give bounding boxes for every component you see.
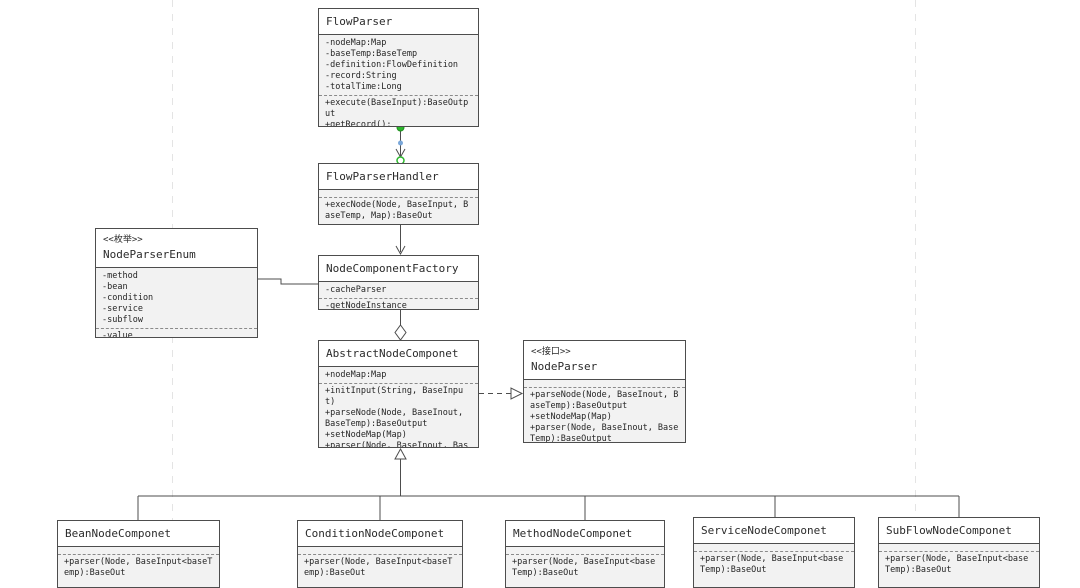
connector-factory-to-abstract[interactable] bbox=[394, 310, 407, 341]
fields-compartment bbox=[58, 547, 219, 554]
class-name: NodeComponentFactory bbox=[326, 262, 459, 275]
member-line: +parser(Node, BaseInout, BaseTemp):BaseO… bbox=[530, 423, 679, 443]
realization-triangle bbox=[510, 387, 524, 400]
member-line: -subflow bbox=[102, 315, 143, 325]
class-name: BeanNodeComponet bbox=[65, 527, 171, 540]
connector-abstract-to-nodeparser[interactable] bbox=[479, 387, 524, 400]
member-line: +parseNode(Node, BaseInout, BaseTemp):Ba… bbox=[325, 408, 469, 429]
class-name: MethodNodeComponet bbox=[513, 527, 633, 540]
fields-compartment bbox=[298, 547, 462, 554]
member-line: -baseTemp:BaseTemp bbox=[325, 49, 418, 59]
fields-compartment bbox=[319, 190, 478, 197]
fields-compartment bbox=[506, 547, 664, 554]
class-name: NodeParserEnum bbox=[103, 248, 196, 261]
member-line: +execNode(Node, BaseInput, BaseTemp, Map… bbox=[325, 200, 469, 221]
member-line: +parser(Node, BaseInput<baseTemp):BaseOu… bbox=[64, 557, 213, 578]
aggregation-diamond bbox=[394, 324, 407, 341]
methods-compartment: +parseNode(Node, BaseInout, BaseTemp):Ba… bbox=[524, 387, 685, 443]
fields-compartment: -cacheParser bbox=[319, 282, 478, 298]
stereotype-label: <<接口>> bbox=[531, 347, 571, 357]
member-line: +parseNode(Node, BaseInout, BaseTemp):Ba… bbox=[530, 390, 679, 411]
fields-compartment bbox=[524, 380, 685, 387]
title-compartment: <<接口>> NodeParser bbox=[524, 341, 685, 380]
title-compartment: FlowParserHandler bbox=[319, 164, 478, 190]
methods-compartment: +execute(BaseInput):BaseOutput+getRecord… bbox=[319, 95, 478, 127]
member-line: -condition bbox=[102, 293, 154, 303]
class-name: AbstractNodeComponet bbox=[326, 347, 459, 360]
member-line: +nodeMap:Map bbox=[325, 370, 387, 380]
methods-compartment: +parser(Node, BaseInput<baseTemp):BaseOu… bbox=[879, 551, 1039, 578]
member-line: -totalTime:Long bbox=[325, 82, 402, 92]
class-name: ServiceNodeComponet bbox=[701, 524, 827, 537]
methods-compartment: +parser(Node, BaseInput<baseTemp):BaseOu… bbox=[298, 554, 462, 581]
title-compartment: <<枚举>> NodeParserEnum bbox=[96, 229, 257, 268]
member-line: +execute(BaseInput):BaseOutput bbox=[325, 98, 469, 119]
methods-compartment: +execNode(Node, BaseInput, BaseTemp, Map… bbox=[319, 197, 478, 224]
edge-midpoint-handle bbox=[398, 140, 403, 146]
connector-handler-to-factory[interactable] bbox=[395, 225, 406, 256]
connector-flowparser-to-handler[interactable] bbox=[395, 123, 406, 165]
methods-compartment: +parser(Node, BaseInput<baseTemp):BaseOu… bbox=[694, 551, 854, 578]
member-line: +parser(Node, BaseInput<baseTemp):BaseOu… bbox=[700, 554, 844, 575]
class-box-subflownodecomponet[interactable]: SubFlowNodeComponet +parser(Node, BaseIn… bbox=[878, 517, 1040, 588]
member-line: -method bbox=[102, 271, 138, 281]
class-box-nodeparserenum[interactable]: <<枚举>> NodeParserEnum -method-bean-condi… bbox=[95, 228, 258, 338]
member-line: -value bbox=[102, 331, 133, 338]
member-line: +setNodeMap(Map) bbox=[530, 412, 612, 422]
methods-compartment: +initInput(String, BaseInput)+parseNode(… bbox=[319, 383, 478, 448]
class-box-conditionnodecomponet[interactable]: ConditionNodeComponet +parser(Node, Base… bbox=[297, 520, 463, 588]
member-line: +getRecord(): bbox=[325, 120, 392, 127]
class-name: FlowParser bbox=[326, 15, 393, 28]
generalization-triangle bbox=[394, 447, 407, 460]
class-name: ConditionNodeComponet bbox=[305, 527, 445, 540]
member-line: +parser(Node, BaseInput<baseTemp):BaseOu… bbox=[885, 554, 1029, 575]
member-line: +setNodeMap(Map) bbox=[325, 430, 407, 440]
class-box-abstractnodecomponet[interactable]: AbstractNodeComponet +nodeMap:Map +initI… bbox=[318, 340, 479, 448]
class-box-nodecomponentfactory[interactable]: NodeComponentFactory -cacheParser -getNo… bbox=[318, 255, 479, 310]
class-box-beannodecomponet[interactable]: BeanNodeComponet +parser(Node, BaseInput… bbox=[57, 520, 220, 588]
class-box-flowparser[interactable]: FlowParser -nodeMap:Map-baseTemp:BaseTem… bbox=[318, 8, 479, 127]
member-line: -bean bbox=[102, 282, 128, 292]
stereotype-label: <<枚举>> bbox=[103, 235, 143, 245]
title-compartment: FlowParser bbox=[319, 9, 478, 35]
title-compartment: BeanNodeComponet bbox=[58, 521, 219, 547]
methods-compartment: -value bbox=[96, 328, 257, 338]
class-box-flowparserhandler[interactable]: FlowParserHandler +execNode(Node, BaseIn… bbox=[318, 163, 479, 225]
member-line: -cacheParser bbox=[325, 285, 387, 295]
page-guide-lines bbox=[172, 0, 916, 588]
class-name: NodeParser bbox=[531, 360, 598, 373]
class-box-servicenodecomponet[interactable]: ServiceNodeComponet +parser(Node, BaseIn… bbox=[693, 517, 855, 588]
class-box-nodeparser[interactable]: <<接口>> NodeParser +parseNode(Node, BaseI… bbox=[523, 340, 686, 443]
connector-enum-to-factory[interactable] bbox=[258, 278, 318, 285]
member-line: -definition:FlowDefinition bbox=[325, 60, 459, 70]
member-line: -nodeMap:Map bbox=[325, 38, 387, 48]
title-compartment: AbstractNodeComponet bbox=[319, 341, 478, 367]
title-compartment: ServiceNodeComponet bbox=[694, 518, 854, 544]
class-name: FlowParserHandler bbox=[326, 170, 439, 183]
fields-compartment: -method-bean-condition-service-subflow bbox=[96, 268, 257, 328]
member-line: +parser(Node, BaseInput<baseTemp):BaseOu… bbox=[304, 557, 453, 578]
title-compartment: MethodNodeComponet bbox=[506, 521, 664, 547]
fields-compartment bbox=[694, 544, 854, 551]
member-line: +parser(Node, BaseInput<baseTemp):BaseOu… bbox=[512, 557, 656, 578]
member-line: +initInput(String, BaseInput) bbox=[325, 386, 464, 407]
member-line: -record:String bbox=[325, 71, 397, 81]
methods-compartment: -getNodeInstance bbox=[319, 298, 478, 310]
member-line: +parser(Node, BaseInout, BaseTemp):BaseO… bbox=[325, 441, 469, 448]
member-line: -getNodeInstance bbox=[325, 301, 407, 310]
methods-compartment: +parser(Node, BaseInput<baseTemp):BaseOu… bbox=[58, 554, 219, 581]
title-compartment: ConditionNodeComponet bbox=[298, 521, 462, 547]
fields-compartment bbox=[879, 544, 1039, 551]
title-compartment: NodeComponentFactory bbox=[319, 256, 478, 282]
fields-compartment: -nodeMap:Map-baseTemp:BaseTemp-definitio… bbox=[319, 35, 478, 95]
member-line: -service bbox=[102, 304, 143, 314]
fields-compartment: +nodeMap:Map bbox=[319, 367, 478, 383]
connector-generalization-bus[interactable] bbox=[137, 447, 960, 520]
methods-compartment: +parser(Node, BaseInput<baseTemp):BaseOu… bbox=[506, 554, 664, 581]
class-box-methodnodecomponet[interactable]: MethodNodeComponet +parser(Node, BaseInp… bbox=[505, 520, 665, 588]
title-compartment: SubFlowNodeComponet bbox=[879, 518, 1039, 544]
class-name: SubFlowNodeComponet bbox=[886, 524, 1012, 537]
